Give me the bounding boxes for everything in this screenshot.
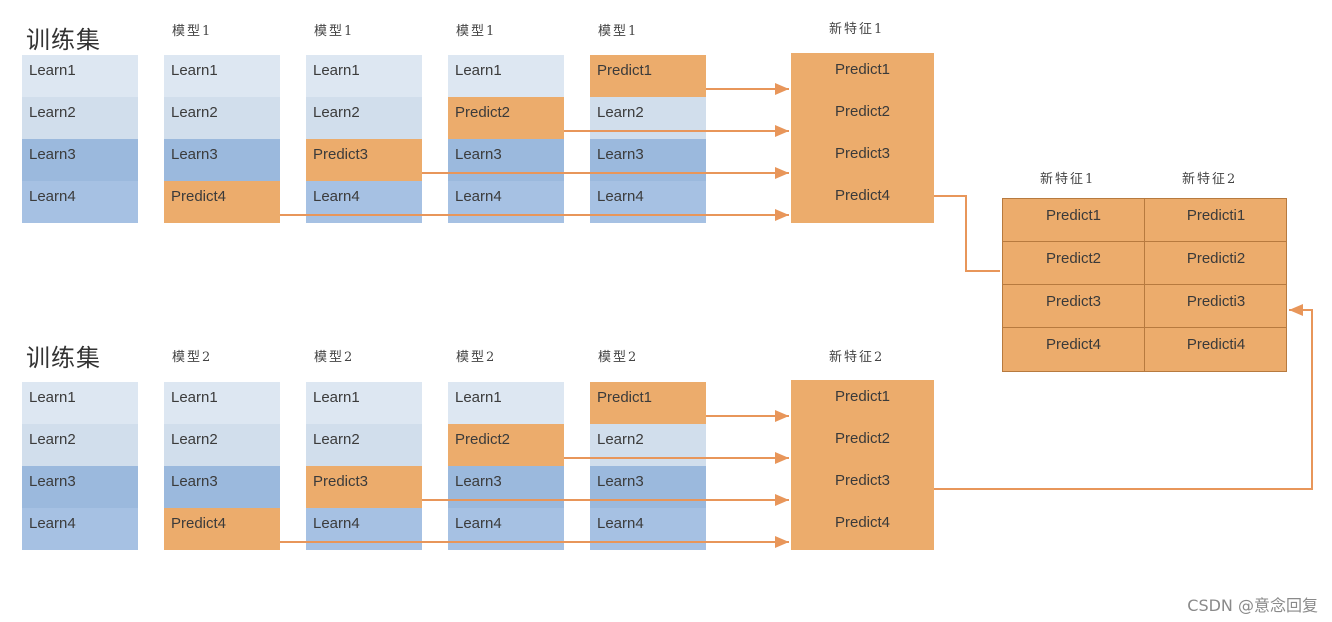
learn-cell: Learn3 (590, 466, 706, 508)
learn-cell: Learn2 (590, 424, 706, 466)
combined-cell: Predict1 (1003, 199, 1145, 242)
predict-cell: Predict3 (306, 466, 422, 508)
learn-cell: Learn4 (22, 508, 138, 550)
learn-cell: Learn2 (590, 97, 706, 139)
feature-cell: Predict4 (834, 514, 891, 531)
feature-cell: Predict3 (834, 145, 891, 162)
model-label: 模型2 (598, 350, 639, 365)
learn-cell: Learn2 (306, 424, 422, 466)
combined-cell: Predicti3 (1145, 285, 1287, 328)
learn-cell: Learn2 (22, 424, 138, 466)
learn-cell: Learn1 (306, 382, 422, 424)
feature-cell: Predict2 (834, 103, 891, 120)
learn-cell: Learn3 (164, 466, 280, 508)
learn-cell: Learn3 (22, 139, 138, 181)
model-label: 模型1 (456, 24, 497, 39)
learn-cell: Learn1 (448, 55, 564, 97)
learn-cell: Learn1 (164, 55, 280, 97)
learn-cell: Learn1 (22, 382, 138, 424)
learn-cell: Learn3 (164, 139, 280, 181)
combined-cell: Predicti1 (1145, 199, 1287, 242)
feature-cell: Predict1 (834, 61, 891, 78)
model-label: 模型2 (172, 350, 213, 365)
model-label: 模型2 (456, 350, 497, 365)
learn-cell: Learn2 (164, 97, 280, 139)
learn-cell: Learn4 (448, 508, 564, 550)
learn-cell: Learn1 (22, 55, 138, 97)
learn-cell: Learn1 (164, 382, 280, 424)
learn-cell: Learn4 (448, 181, 564, 223)
learn-cell: Learn1 (448, 382, 564, 424)
learn-cell: Learn2 (22, 97, 138, 139)
predict-cell: Predict4 (164, 181, 280, 223)
combined-header: 新特征1 (1040, 172, 1096, 187)
combined-cell: Predicti2 (1145, 242, 1287, 285)
learn-cell: Learn4 (306, 181, 422, 223)
model-label: 模型1 (172, 24, 213, 39)
feature-cell: Predict4 (834, 187, 891, 204)
combined-cell: Predict2 (1003, 242, 1145, 285)
learn-cell: Learn4 (590, 508, 706, 550)
learn-cell: Learn2 (306, 97, 422, 139)
learn-cell: Learn4 (590, 181, 706, 223)
feature-cell: Predict3 (834, 472, 891, 489)
combined-cell: Predicti4 (1186, 336, 1246, 353)
train-set-label: 训练集 (26, 344, 101, 372)
predict-cell: Predict2 (448, 97, 564, 139)
train-set-label: 训练集 (26, 26, 101, 54)
predict-cell: Predict1 (590, 382, 706, 424)
watermark: CSDN @意念回复 (1187, 596, 1318, 615)
learn-cell: Learn3 (448, 466, 564, 508)
model-label: 模型2 (314, 350, 355, 365)
learn-cell: Learn4 (306, 508, 422, 550)
feature-cell: Predict1 (834, 388, 891, 405)
combined-cell: Predict3 (1003, 285, 1145, 328)
learn-cell: Learn4 (22, 181, 138, 223)
learn-cell: Learn3 (590, 139, 706, 181)
new-feature-label: 新特征2 (829, 350, 885, 365)
model-label: 模型1 (314, 24, 355, 39)
combined-header: 新特征2 (1182, 172, 1238, 187)
learn-cell: Learn3 (448, 139, 564, 181)
predict-cell: Predict3 (306, 139, 422, 181)
combined-cell: Predict4 (1003, 328, 1145, 371)
model-label: 模型1 (598, 24, 639, 39)
predict-cell: Predict2 (448, 424, 564, 466)
learn-cell: Learn3 (22, 466, 138, 508)
predict-cell: Predict1 (590, 55, 706, 97)
learn-cell: Learn1 (306, 55, 422, 97)
learn-cell: Learn2 (164, 424, 280, 466)
new-feature-label: 新特征1 (829, 22, 885, 37)
predict-cell: Predict4 (164, 508, 280, 550)
feature-cell: Predict2 (834, 430, 891, 447)
